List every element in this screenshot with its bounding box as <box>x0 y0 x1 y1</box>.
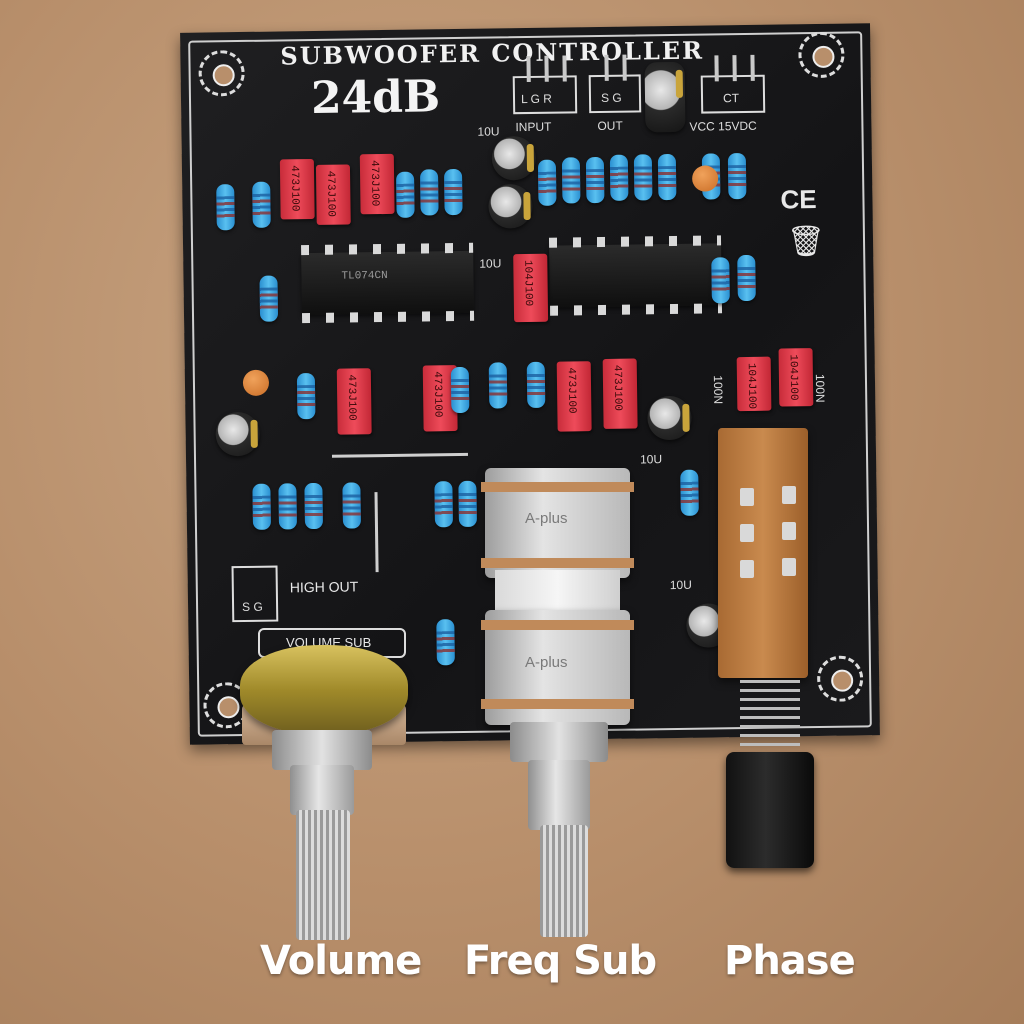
ic-chip-1: TL074CN <box>301 242 475 324</box>
volume-shaft[interactable] <box>296 810 350 940</box>
film-capacitor: 473J100 <box>336 368 372 435</box>
resistor <box>488 362 508 409</box>
resistor <box>657 153 677 201</box>
phase-switch-spring <box>740 680 800 750</box>
film-capacitor: 104J100 <box>778 348 814 407</box>
resistor <box>434 481 453 528</box>
volume-pot-bushing <box>272 730 372 770</box>
board-title: SUBWOOFER CONTROLLER <box>280 35 705 71</box>
resistor <box>711 257 730 304</box>
resistor <box>304 482 324 530</box>
resistor <box>443 168 463 216</box>
resistor <box>450 366 470 414</box>
freq-sub-potentiometer[interactable]: A-plus <box>481 610 634 725</box>
freq-pot-upper-section: A-plus <box>481 468 634 578</box>
freq-pot-bushing <box>510 722 608 762</box>
resistor <box>561 157 581 204</box>
resistor <box>458 480 477 528</box>
resistor <box>252 181 271 228</box>
volume-label: Volume <box>260 938 422 984</box>
high-out-pads: S G <box>231 565 279 623</box>
cap-value-label: 100N <box>710 375 726 405</box>
cap-value-label: 10U <box>669 577 692 593</box>
power-header-label: VCC 15VDC <box>689 118 757 134</box>
freq-pot-thread <box>528 760 590 830</box>
cap-value-label: 10U <box>639 452 663 467</box>
film-capacitor: 104J100 <box>513 253 549 323</box>
phase-label: Phase <box>724 938 856 984</box>
film-capacitor: 473J100 <box>556 361 592 432</box>
phase-switch-body <box>718 428 808 678</box>
electrolytic-capacitor <box>644 61 686 133</box>
cap-value-label: 10U <box>479 256 502 271</box>
resistor <box>296 373 316 420</box>
resistor <box>609 154 629 201</box>
resistor <box>259 275 279 322</box>
resistor <box>537 159 557 206</box>
film-capacitor: 473J100 <box>602 358 638 429</box>
resistor <box>396 171 415 218</box>
resistor <box>342 482 361 529</box>
freq-shaft[interactable] <box>540 825 588 937</box>
cap-value-label: 10U <box>477 124 500 139</box>
input-header: L G R <box>512 55 578 115</box>
film-capacitor: 104J100 <box>736 356 772 412</box>
cap-value-label: 100N <box>812 373 828 403</box>
ce-mark: CE <box>780 183 817 215</box>
power-header: CT <box>700 54 766 114</box>
resistor <box>633 154 653 201</box>
resistor <box>526 361 546 409</box>
film-capacitor: 473J100 <box>359 153 395 215</box>
film-capacitor: 473J100 <box>315 164 351 225</box>
resistor <box>680 469 699 516</box>
resistor <box>278 483 298 530</box>
film-capacitor: 473J100 <box>279 158 315 220</box>
resistor <box>252 483 272 530</box>
freq-pot-spacer <box>495 570 620 615</box>
ic-chip-2 <box>548 235 723 316</box>
resistor <box>216 184 235 231</box>
phase-button[interactable] <box>726 752 814 868</box>
resistor <box>585 156 605 204</box>
volume-pot-thread <box>290 765 354 815</box>
resistor <box>419 169 439 216</box>
out-header-label: OUT <box>597 118 623 134</box>
volume-potentiometer[interactable] <box>240 645 408 735</box>
resistor <box>737 254 756 302</box>
resistor <box>727 152 747 200</box>
weee-bin-icon: 🗑 <box>786 224 826 259</box>
out-header: S G <box>588 54 642 114</box>
resistor <box>436 619 455 666</box>
high-out-label: HIGH OUT <box>289 578 359 596</box>
board-gain: 24dB <box>310 71 441 125</box>
input-header-label: INPUT <box>515 119 552 135</box>
freq-sub-label: Freq Sub <box>464 938 657 984</box>
